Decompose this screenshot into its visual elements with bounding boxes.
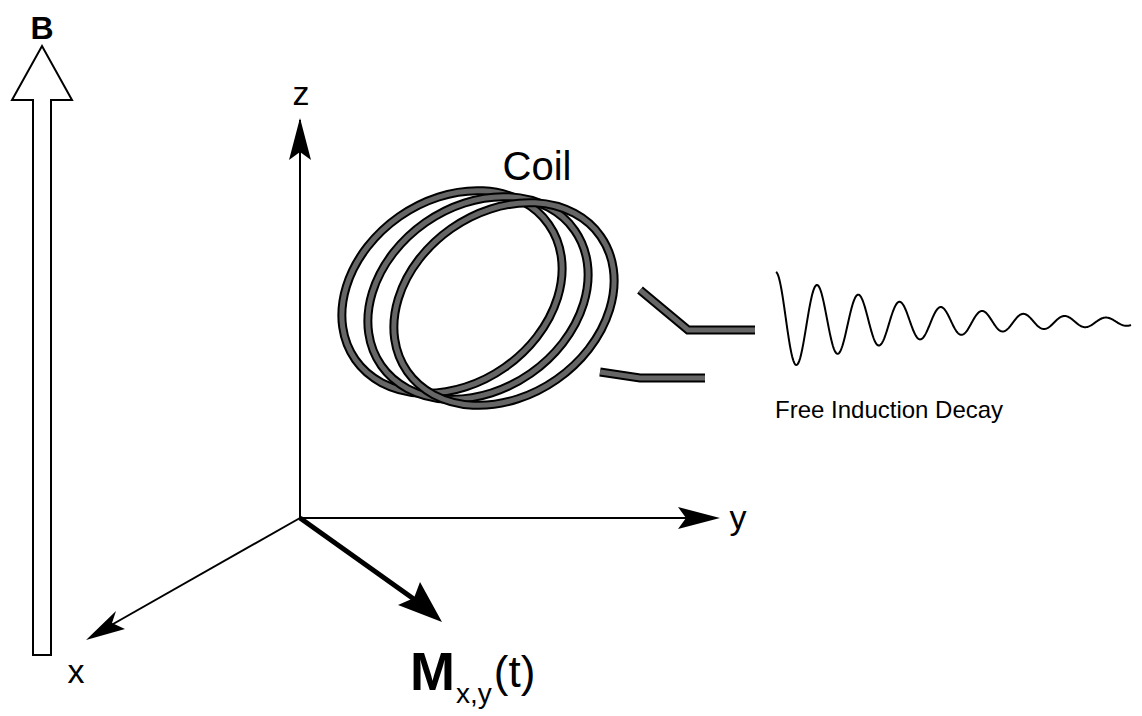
vector-label: M bbox=[410, 644, 455, 698]
axis-label: x bbox=[68, 654, 85, 688]
field-label: B bbox=[30, 12, 53, 44]
vector-subscript: x,y bbox=[456, 680, 492, 708]
trace-label: Free Induction Decay bbox=[775, 398, 1003, 422]
y-axis bbox=[300, 517, 716, 519]
x-axis-head bbox=[86, 611, 125, 640]
fid-trace bbox=[776, 272, 1131, 365]
vector-argument: (t) bbox=[494, 650, 536, 694]
magnetization-vector bbox=[300, 518, 425, 607]
coil bbox=[303, 149, 755, 447]
z-axis-head bbox=[289, 118, 311, 160]
axis-label: y bbox=[730, 500, 747, 534]
coil-label: Coil bbox=[503, 146, 572, 186]
axis-label: z bbox=[293, 76, 310, 110]
magnetization-head bbox=[398, 582, 442, 622]
y-axis-head bbox=[678, 507, 720, 529]
field-arrow bbox=[12, 46, 72, 655]
x-axis bbox=[92, 518, 300, 636]
z-axis bbox=[299, 120, 301, 518]
